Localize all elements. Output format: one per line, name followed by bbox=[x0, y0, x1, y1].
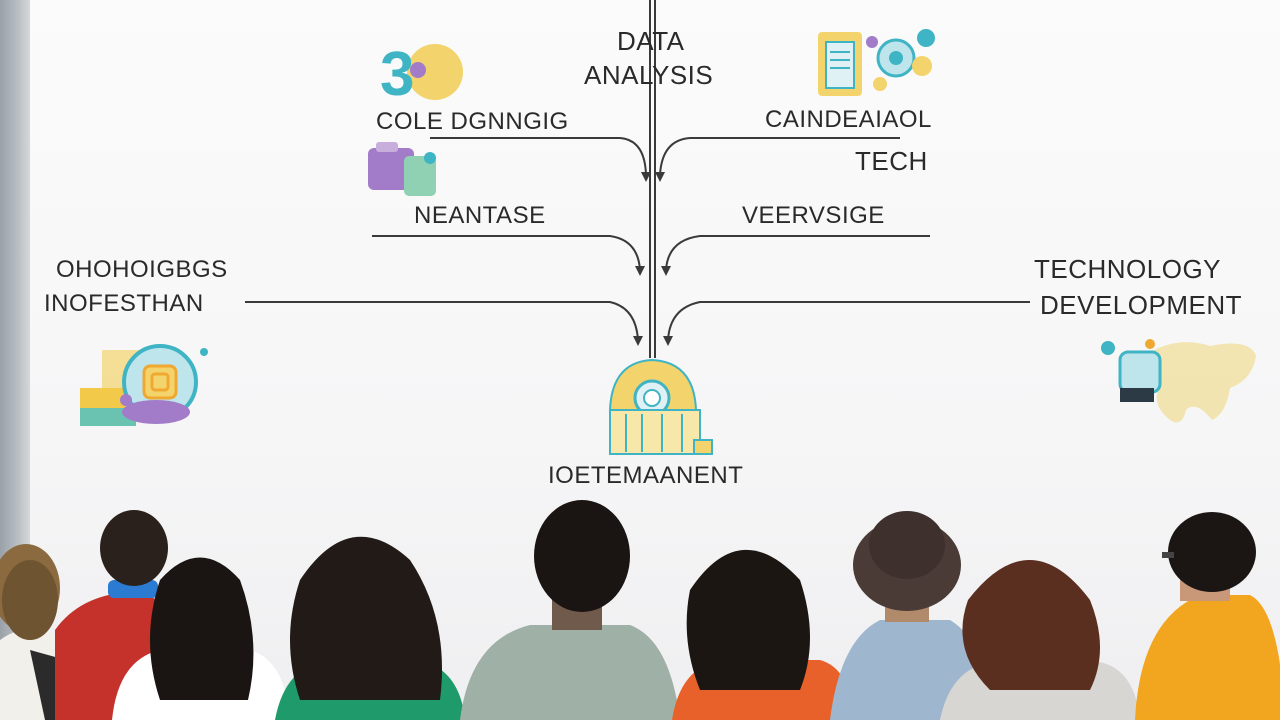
audience-person bbox=[275, 536, 465, 720]
branch-far-right bbox=[667, 301, 1030, 341]
audience-person bbox=[55, 510, 180, 720]
label-upper-left: COLE DGNNGIG bbox=[376, 108, 569, 135]
document-gear-icon bbox=[818, 29, 935, 96]
branch-far-left bbox=[245, 301, 639, 341]
label-far-left-1: OHOHOIGBGS bbox=[56, 256, 228, 283]
audience-person bbox=[940, 560, 1140, 720]
label-technology: TECHNOLOGY bbox=[1034, 254, 1222, 284]
branch-mid-right bbox=[665, 235, 930, 271]
number-badge-icon: 3 bbox=[380, 40, 463, 109]
branch-mid-left bbox=[372, 235, 641, 271]
branch-upper-right bbox=[659, 137, 900, 176]
label-upper-right: CAINDEAIAOL bbox=[765, 106, 932, 133]
building-icon bbox=[608, 358, 713, 455]
label-tech: TECH bbox=[855, 146, 928, 176]
arrowhead bbox=[663, 336, 673, 346]
svg-text:3: 3 bbox=[380, 40, 414, 109]
audience-person bbox=[112, 557, 290, 720]
label-mid-right: VEERVSIGE bbox=[742, 202, 885, 229]
audience-person bbox=[830, 511, 990, 720]
label-far-left-2: INOFESTHAN bbox=[44, 290, 204, 317]
label-analysis: ANALYSIS bbox=[584, 60, 714, 90]
audience-person bbox=[460, 500, 680, 720]
label-bottom-center: IOETEMAANENT bbox=[548, 462, 744, 489]
arrowhead bbox=[655, 172, 665, 182]
target-icon bbox=[80, 344, 208, 426]
arrowhead bbox=[641, 172, 651, 182]
arrowhead bbox=[633, 336, 643, 346]
arrowhead bbox=[661, 266, 671, 276]
audience-person bbox=[672, 549, 855, 720]
world-map-icon bbox=[1101, 339, 1256, 423]
label-mid-left: NEANTASE bbox=[414, 202, 546, 229]
arrowhead bbox=[635, 266, 645, 276]
label-data: DATA bbox=[617, 26, 685, 56]
briefcase-icon bbox=[368, 142, 436, 196]
label-development: DEVELOPMENT bbox=[1040, 290, 1242, 320]
branch-upper-left bbox=[430, 137, 647, 176]
audience-person bbox=[1135, 512, 1280, 720]
